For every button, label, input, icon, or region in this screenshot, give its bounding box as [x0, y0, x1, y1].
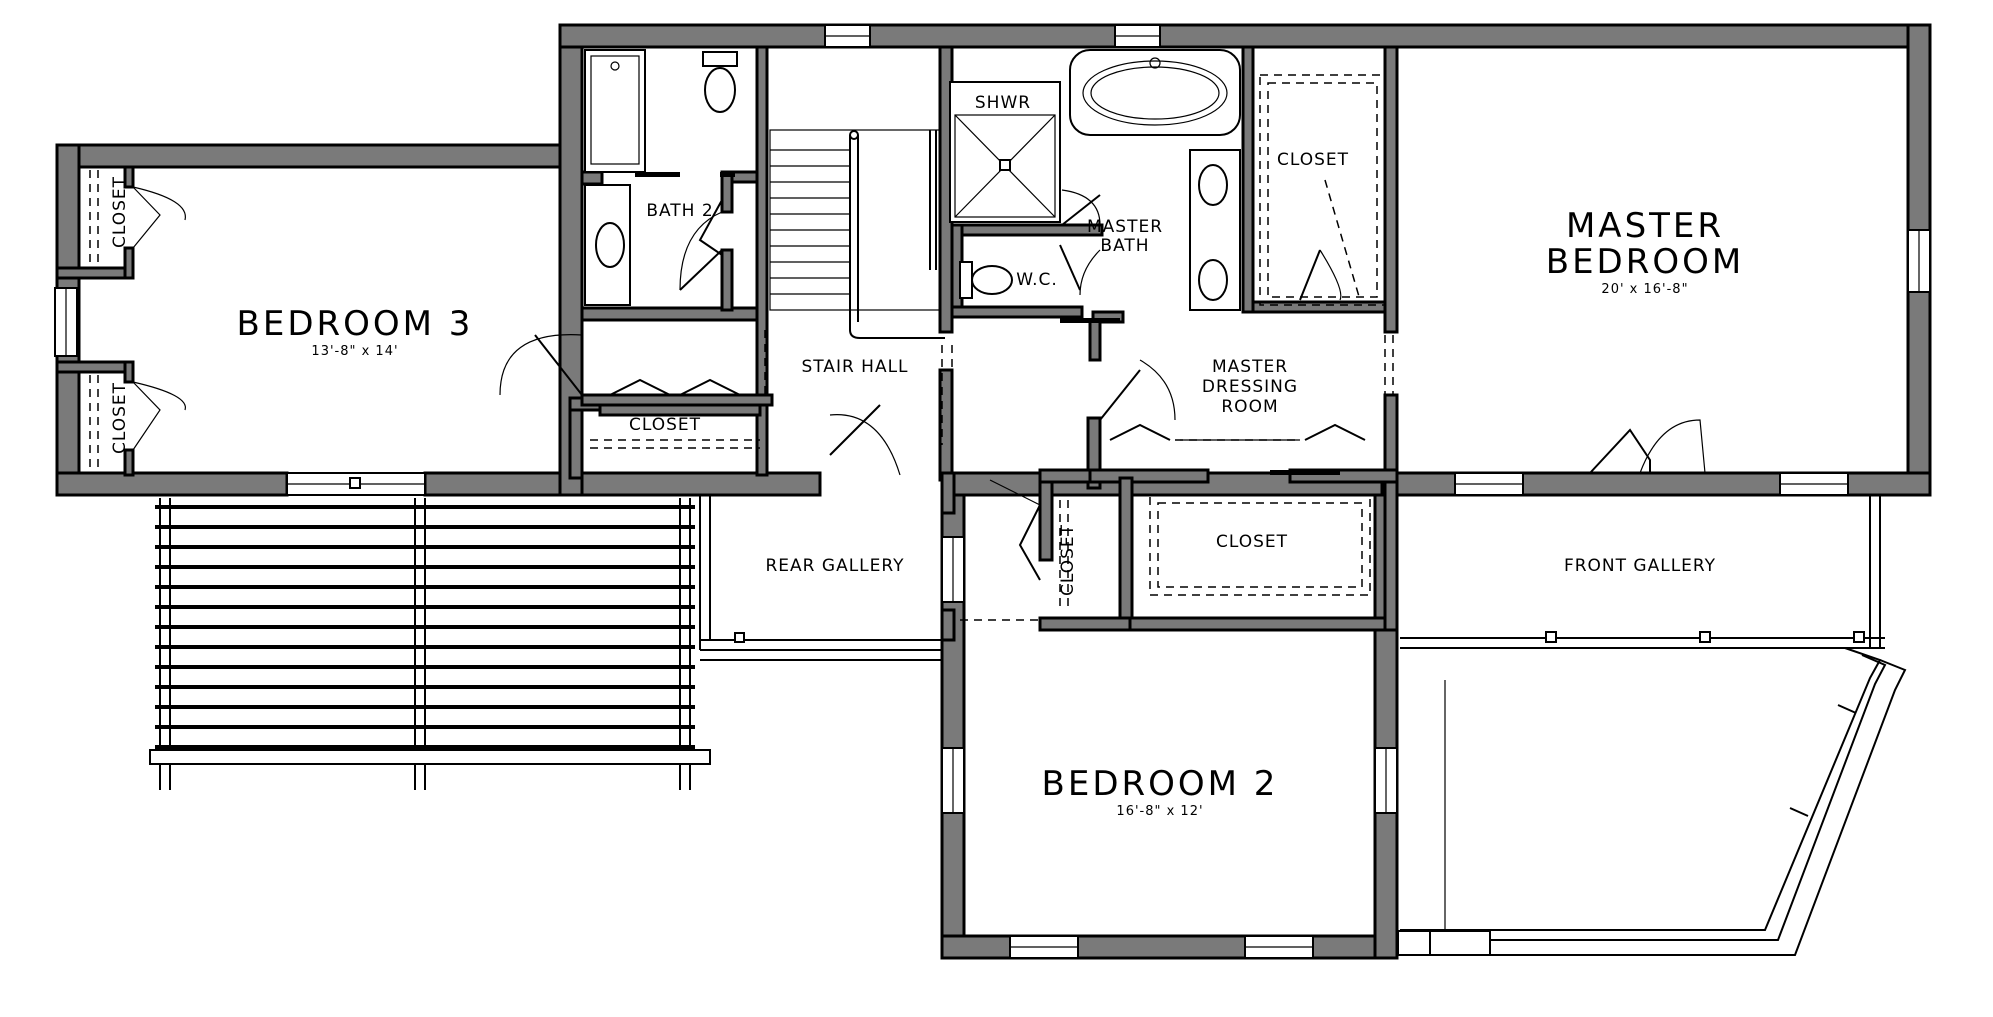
pergola-slat — [155, 685, 695, 689]
pergola-slat — [155, 585, 695, 589]
room-size-bedroom2: 16'-8" x 12' — [1116, 804, 1203, 819]
rear-gallery-outline — [699, 490, 945, 661]
sink-icon — [1198, 259, 1228, 301]
step — [1429, 930, 1491, 956]
toilet-bowl — [704, 67, 736, 113]
column-post — [1545, 631, 1557, 643]
pergola-slat — [155, 745, 695, 749]
room-name-master-bath-line2: BATH — [1100, 236, 1149, 256]
step — [1397, 930, 1431, 956]
toilet-tank — [959, 261, 973, 299]
pergola-beam — [149, 749, 711, 765]
toilet-tank — [702, 51, 738, 67]
room-name-dressing-line2: DRESSING — [1202, 377, 1298, 397]
staircase — [769, 129, 945, 339]
room-name-bath2: BATH 2 — [646, 201, 713, 221]
sink-icon — [1198, 164, 1228, 206]
room-name-front-gallery: FRONT GALLERY — [1564, 556, 1716, 576]
pergola-slat — [155, 565, 695, 569]
room-name-master-bath-line1: MASTER — [1087, 217, 1163, 237]
room-size-bedroom3: 13'-8" x 14' — [311, 344, 398, 359]
closet-label: CLOSET — [110, 176, 130, 248]
pergola-slat — [155, 665, 695, 669]
room-name-master-line2: BEDROOM — [1546, 242, 1744, 282]
doors — [132, 172, 1706, 581]
toilet-bowl — [971, 265, 1013, 295]
pergola-slat — [155, 625, 695, 629]
partition — [755, 45, 769, 477]
pergola-slat — [155, 605, 695, 609]
master-bath-fixtures — [949, 49, 1241, 311]
column-post — [1699, 631, 1711, 643]
column-post — [1853, 631, 1865, 643]
pergola-slat — [155, 705, 695, 709]
pergola-slat — [155, 505, 695, 509]
pergola — [149, 498, 711, 790]
room-name-stair-hall: STAIR HALL — [801, 357, 908, 377]
pergola-slat — [155, 645, 695, 649]
closet-label: CLOSET — [1277, 150, 1349, 170]
room-labels: BEDROOM 3 13'-8" x 14' BEDROOM 2 16'-8" … — [110, 93, 1744, 819]
windows — [54, 24, 1931, 959]
pergola-slat — [155, 725, 695, 729]
shower-stall — [949, 81, 1061, 223]
bathtub — [584, 49, 646, 173]
pergola-slat — [155, 545, 695, 549]
closet-label: CLOSET — [110, 382, 130, 454]
closet-label: CLOSET — [1216, 532, 1288, 552]
closet-label: CLOSET — [1058, 524, 1078, 596]
room-name-bedroom2: BEDROOM 2 — [1042, 764, 1279, 804]
room-name-shower: SHWR — [975, 93, 1031, 113]
column-post — [734, 632, 745, 643]
pergola-slat — [155, 525, 695, 529]
dashed-lines — [89, 74, 1394, 621]
room-name-rear-gallery: REAR GALLERY — [766, 556, 905, 576]
sink-icon — [595, 222, 625, 268]
closet-label: CLOSET — [629, 415, 701, 435]
room-name-master-line1: MASTER — [1566, 206, 1724, 246]
room-name-bedroom3: BEDROOM 3 — [237, 304, 474, 344]
room-size-master: 20' x 16'-8" — [1601, 282, 1688, 297]
room-name-wc: W.C. — [1016, 270, 1058, 290]
room-name-dressing-line3: ROOM — [1221, 397, 1278, 417]
bathtub — [1069, 49, 1241, 136]
front-gallery-outline — [1397, 489, 1907, 956]
room-name-dressing-line1: MASTER — [1212, 357, 1288, 377]
bath2-fixtures — [584, 49, 738, 306]
